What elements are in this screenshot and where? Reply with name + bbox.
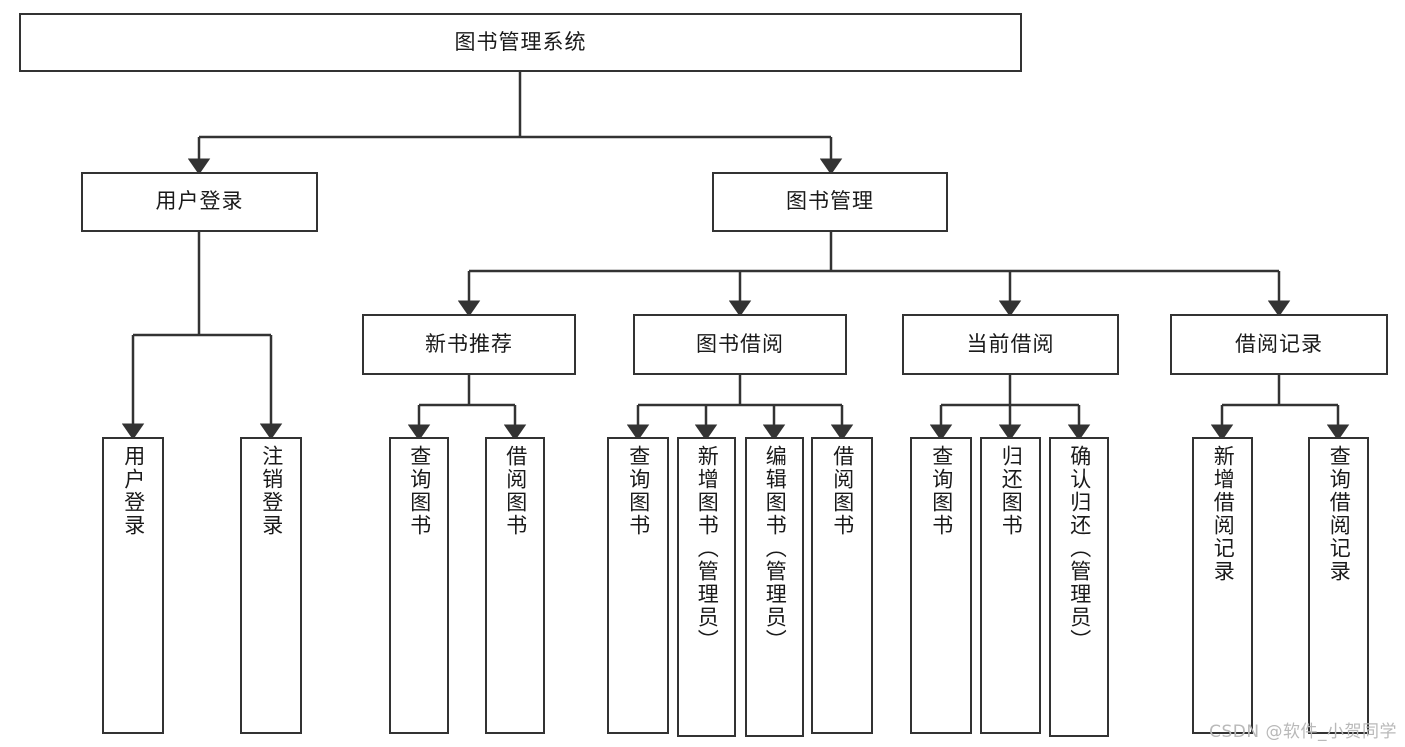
leaf-borrow-1[interactable]: 查询图书 bbox=[607, 437, 669, 734]
leaf-current-1-label: 查询图书 bbox=[929, 445, 954, 537]
node-borrow-record-label: 借阅记录 bbox=[1235, 331, 1323, 356]
leaf-borrow-2-label: 新增图书（管理员） bbox=[695, 445, 720, 652]
watermark: CSDN @软件_小贺同学 bbox=[1209, 722, 1397, 742]
leaf-new-book-1[interactable]: 查询图书 bbox=[389, 437, 449, 734]
leaf-current-1[interactable]: 查询图书 bbox=[910, 437, 972, 734]
node-user-login[interactable]: 用户登录 bbox=[81, 172, 318, 232]
leaf-borrow-1-label: 查询图书 bbox=[626, 445, 651, 537]
node-book-management[interactable]: 图书管理 bbox=[712, 172, 948, 232]
leaf-record-1-label: 新增借阅记录 bbox=[1211, 445, 1236, 583]
node-book-borrow-label: 图书借阅 bbox=[696, 331, 784, 356]
node-user-login-label: 用户登录 bbox=[155, 189, 244, 214]
leaf-record-1[interactable]: 新增借阅记录 bbox=[1192, 437, 1253, 734]
leaf-current-3-label: 确认归还（管理员） bbox=[1067, 445, 1092, 652]
node-current-borrow[interactable]: 当前借阅 bbox=[902, 314, 1119, 375]
leaf-user-login-2[interactable]: 注销登录 bbox=[240, 437, 302, 734]
leaf-new-book-1-label: 查询图书 bbox=[407, 445, 432, 537]
leaf-new-book-2-label: 借阅图书 bbox=[503, 445, 528, 537]
leaf-current-3[interactable]: 确认归还（管理员） bbox=[1049, 437, 1109, 737]
node-new-book-recommend-label: 新书推荐 bbox=[425, 331, 513, 356]
leaf-user-login-2-label: 注销登录 bbox=[259, 445, 284, 537]
node-borrow-record[interactable]: 借阅记录 bbox=[1170, 314, 1388, 375]
leaf-record-2-label: 查询借阅记录 bbox=[1327, 445, 1352, 583]
leaf-borrow-2[interactable]: 新增图书（管理员） bbox=[677, 437, 736, 737]
node-root-label: 图书管理系统 bbox=[454, 29, 587, 54]
leaf-borrow-4[interactable]: 借阅图书 bbox=[811, 437, 873, 734]
node-new-book-recommend[interactable]: 新书推荐 bbox=[362, 314, 576, 375]
leaf-current-2-label: 归还图书 bbox=[999, 445, 1024, 537]
leaf-new-book-2[interactable]: 借阅图书 bbox=[485, 437, 545, 734]
leaf-borrow-3[interactable]: 编辑图书（管理员） bbox=[745, 437, 804, 737]
node-book-borrow[interactable]: 图书借阅 bbox=[633, 314, 847, 375]
node-book-management-label: 图书管理 bbox=[786, 189, 874, 214]
leaf-record-2[interactable]: 查询借阅记录 bbox=[1308, 437, 1369, 734]
leaf-user-login-1-label: 用户登录 bbox=[121, 445, 146, 537]
leaf-borrow-4-label: 借阅图书 bbox=[830, 445, 855, 537]
leaf-borrow-3-label: 编辑图书（管理员） bbox=[763, 445, 788, 652]
leaf-current-2[interactable]: 归还图书 bbox=[980, 437, 1041, 734]
leaf-user-login-1[interactable]: 用户登录 bbox=[102, 437, 164, 734]
node-current-borrow-label: 当前借阅 bbox=[966, 331, 1055, 356]
node-root[interactable]: 图书管理系统 bbox=[19, 13, 1022, 72]
